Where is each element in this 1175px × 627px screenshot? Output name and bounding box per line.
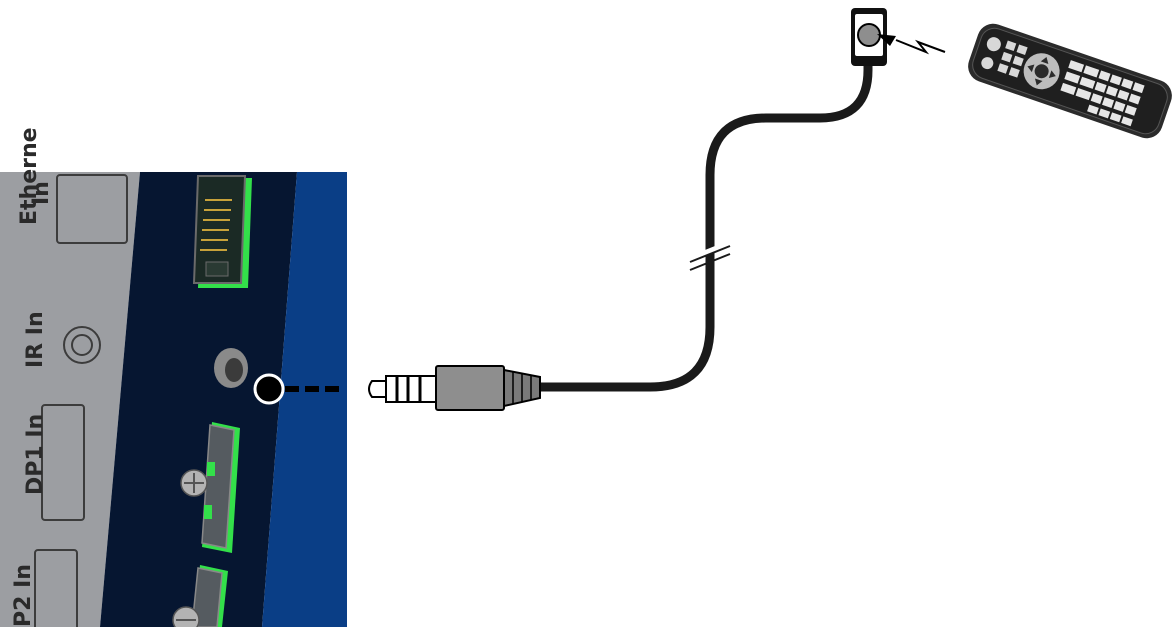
connection-point-marker xyxy=(253,373,285,405)
ir-in-label-inner xyxy=(71,334,93,356)
ir-in-label: IR In xyxy=(23,311,48,368)
remote-control-icon xyxy=(968,23,1172,139)
device-rear-panel: Etherne In IR In DP1 In P2 In xyxy=(0,127,347,627)
ethernet-label-frame xyxy=(56,174,128,244)
audio-jack-plug xyxy=(368,365,541,411)
ethernet-port xyxy=(192,175,252,288)
lightning-signal-icon xyxy=(877,34,946,55)
ir-in-label-ring xyxy=(63,326,101,364)
ir-extender-cable xyxy=(535,57,873,392)
dp2-in-label: P2 In xyxy=(11,564,36,627)
dp1-port xyxy=(180,422,240,553)
ir-receiver-icon xyxy=(851,8,887,66)
dp2-label-frame xyxy=(34,549,78,627)
dp2-port xyxy=(172,565,228,627)
ethernet-label: Etherne xyxy=(17,127,42,225)
cable-break-marks xyxy=(689,241,731,271)
panel-label-strip xyxy=(0,172,140,627)
dp1-label-frame xyxy=(41,404,85,521)
dp1-in-label: DP1 In xyxy=(23,414,48,495)
ethernet-label-in: In xyxy=(29,181,54,205)
ir-in-jack xyxy=(214,348,248,388)
dashed-connection-line xyxy=(285,386,339,392)
panel-blue-side xyxy=(262,172,347,627)
